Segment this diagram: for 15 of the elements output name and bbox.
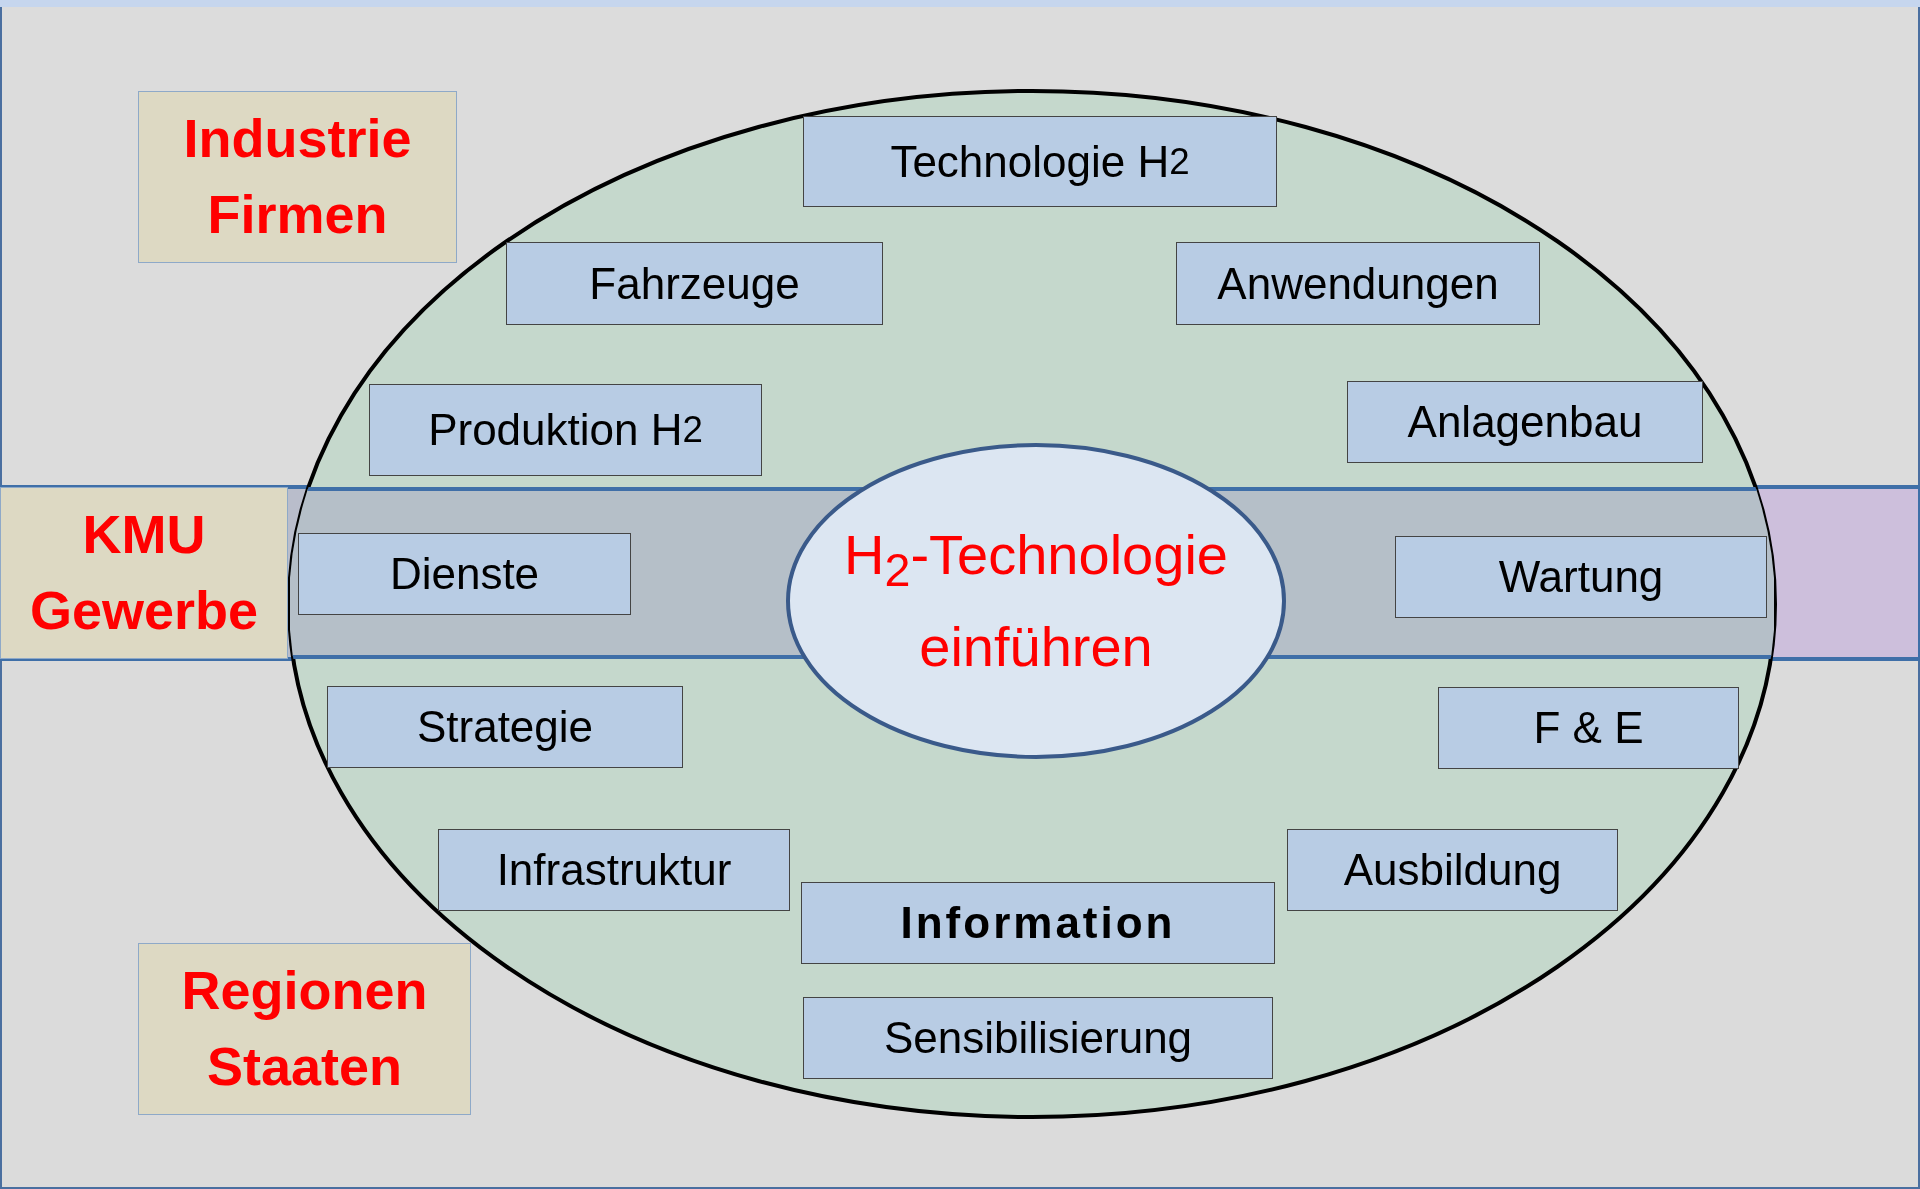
category-box: Regionen Staaten [138,943,471,1115]
topic-box: Fahrzeuge [506,242,883,325]
category-box: Industrie Firmen [138,91,457,263]
topic-box: Ausbildung [1287,829,1618,911]
topic-box: Anwendungen [1176,242,1540,325]
topic-box: Sensibilisierung [803,997,1273,1079]
topic-box: Information [801,882,1275,964]
goal-ellipse: H$_{2}$-Technologie einführen [785,442,1287,760]
topic-box: Strategie [327,686,683,768]
topic-box: Wartung [1395,536,1767,618]
topic-box: Anlagenbau [1347,381,1703,463]
topic-box: F & E [1438,687,1739,769]
topic-box: Dienste [298,533,631,615]
category-box: KMU Gewerbe [0,487,288,659]
topic-box: Infrastruktur [438,829,790,911]
